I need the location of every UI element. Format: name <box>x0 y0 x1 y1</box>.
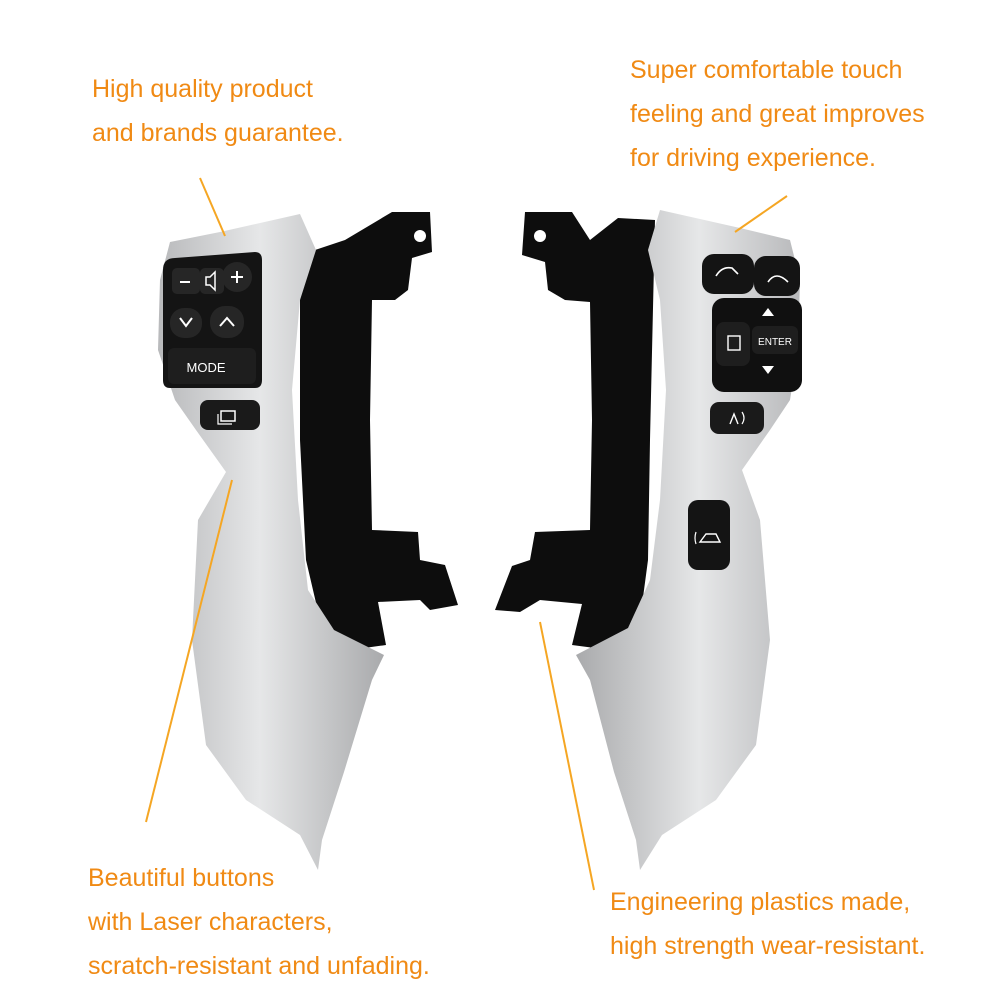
volume-up-button[interactable] <box>222 262 252 292</box>
scroll-down-button[interactable] <box>762 366 774 374</box>
callout-bottom-left-line-1: Beautiful buttons <box>88 864 275 892</box>
callout-bottom-left-line-2: with Laser characters, <box>88 908 333 936</box>
left-mount-bracket <box>300 212 458 650</box>
callout-bottom-right-line-2: high strength wear-resistant. <box>610 932 926 960</box>
enter-button-label: ENTER <box>758 337 792 348</box>
seek-down-button[interactable] <box>170 308 202 338</box>
volume-down-button[interactable] <box>172 268 200 294</box>
display-button[interactable] <box>200 400 260 430</box>
callout-bottom-left: Beautiful buttons with Laser characters,… <box>88 856 430 988</box>
callout-bottom-right-line-1: Engineering plastics made, <box>610 888 911 916</box>
leader-lines <box>145 177 788 891</box>
callout-bottom-right: Engineering plastics made, high strength… <box>610 880 925 968</box>
callout-top-right: Super comfortable touch feeling and grea… <box>630 48 925 180</box>
callout-top-right-line-2: feeling and great improves <box>630 100 925 128</box>
callout-top-right-line-3: for driving experience. <box>630 144 876 172</box>
scroll-up-button[interactable] <box>762 308 774 316</box>
mode-button-label: MODE <box>187 360 226 375</box>
callout-bottom-left-line-3: scratch-resistant and unfading. <box>88 952 430 980</box>
voice-button[interactable] <box>710 402 764 434</box>
enter-button[interactable]: ENTER <box>752 326 798 354</box>
callout-top-right-line-1: Super comfortable touch <box>630 56 903 84</box>
mode-button[interactable]: MODE <box>168 348 256 384</box>
right-steering-switch: ENTER <box>495 210 802 870</box>
back-button[interactable] <box>716 322 750 366</box>
phone-hangup-button[interactable] <box>754 256 800 296</box>
phone-answer-button[interactable] <box>702 254 754 294</box>
seek-up-button[interactable] <box>210 306 244 338</box>
callout-top-left: High quality product and brands guarante… <box>92 67 344 155</box>
callout-top-left-line-1: High quality product <box>92 75 313 103</box>
mute-button[interactable] <box>200 268 224 294</box>
left-steering-switch: MODE <box>158 212 458 870</box>
callout-top-left-line-2: and brands guarantee. <box>92 119 344 147</box>
camera-view-button[interactable] <box>688 500 730 570</box>
right-mount-bracket <box>495 212 655 650</box>
